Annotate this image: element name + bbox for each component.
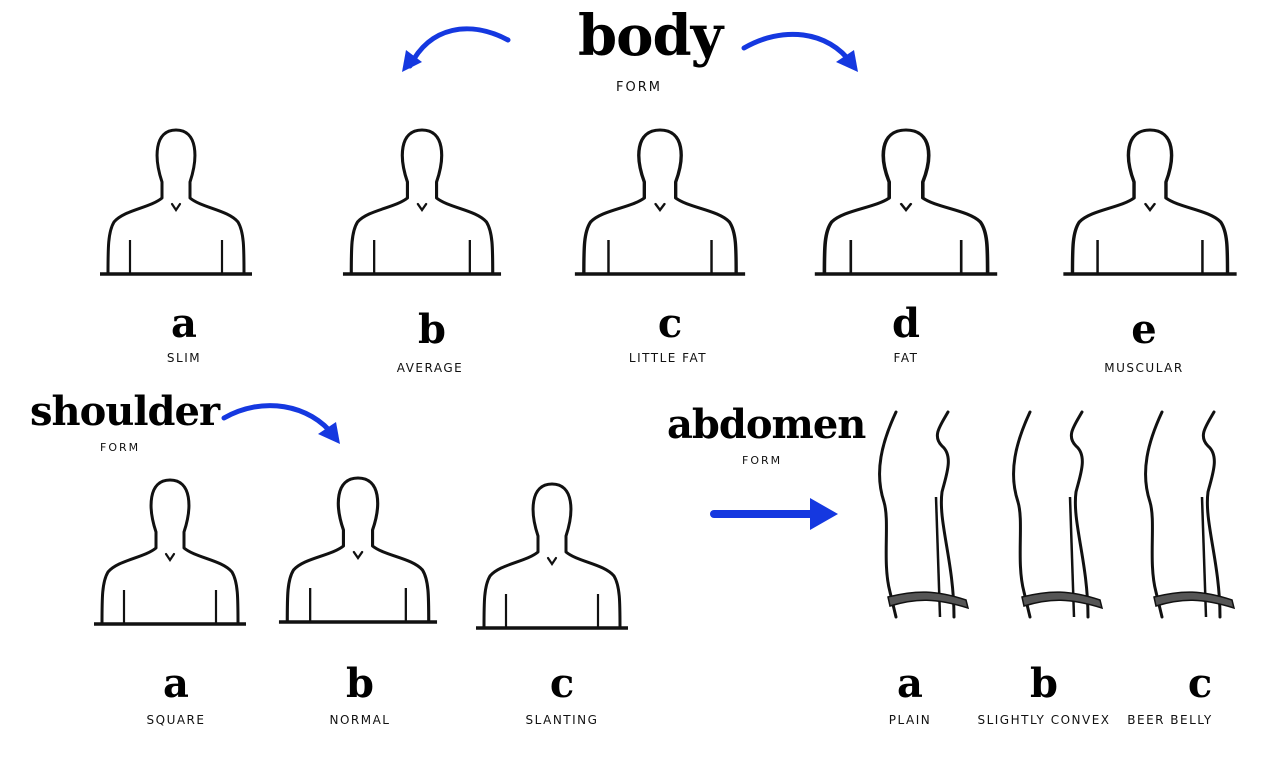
shoulder-letter-a: a bbox=[163, 660, 189, 707]
body-caption-c: LITTLE FAT bbox=[628, 351, 708, 365]
body-caption-d: FAT bbox=[893, 351, 919, 365]
abdomen-letter-c: c bbox=[1187, 660, 1213, 707]
shoulder-caption-a: SQUARE bbox=[146, 713, 206, 727]
body-letter-a: a bbox=[171, 300, 197, 347]
abdomen-title: abdomen bbox=[667, 401, 866, 448]
body-figure-muscular bbox=[1061, 128, 1239, 276]
abdomen-caption-b: SLIGHTLY CONVEX bbox=[977, 713, 1111, 727]
body-title: body bbox=[578, 3, 723, 69]
body-figure-slim bbox=[98, 128, 254, 276]
body-caption-e: MUSCULAR bbox=[1104, 361, 1184, 375]
abdomen-figure-plain bbox=[878, 410, 970, 619]
arrow-shoulder-curved-icon bbox=[221, 403, 340, 444]
body-letter-e: e bbox=[1131, 306, 1157, 353]
arrow-left-curved-icon bbox=[402, 26, 511, 72]
shoulder-title: shoulder bbox=[30, 388, 220, 435]
body-figure-fat bbox=[815, 130, 997, 274]
abdomen-subtitle: FORM bbox=[742, 454, 783, 467]
body-subtitle: FORM bbox=[616, 80, 662, 95]
body-letter-c: c bbox=[657, 300, 683, 347]
abdomen-caption-a: PLAIN bbox=[888, 713, 932, 727]
body-letter-d: d bbox=[892, 300, 920, 347]
shoulder-letter-b: b bbox=[346, 660, 374, 707]
shoulder-figure-square bbox=[92, 478, 248, 626]
abdomen-letter-a: a bbox=[897, 660, 923, 707]
body-figure-little-fat bbox=[572, 128, 748, 276]
body-letter-b: b bbox=[418, 306, 446, 353]
abdomen-letter-b: b bbox=[1030, 660, 1058, 707]
body-caption-b: AVERAGE bbox=[396, 361, 464, 375]
shoulder-figure-slanting bbox=[474, 482, 630, 630]
shoulder-figure-normal bbox=[277, 476, 439, 624]
abdomen-figure-beer-belly bbox=[1144, 410, 1236, 619]
body-caption-a: SLIM bbox=[166, 351, 202, 365]
shoulder-letter-c: c bbox=[549, 660, 575, 707]
shoulder-caption-c: SLANTING bbox=[525, 713, 599, 727]
shoulder-subtitle: FORM bbox=[100, 441, 141, 454]
arrow-right-curved-icon bbox=[741, 31, 858, 72]
body-figure-average bbox=[341, 128, 503, 276]
shoulder-caption-b: NORMAL bbox=[329, 713, 391, 727]
abdomen-figure-slightly-convex bbox=[1012, 410, 1104, 619]
abdomen-caption-c: BEER BELLY bbox=[1127, 713, 1213, 727]
arrow-abdomen-straight-icon bbox=[710, 498, 838, 530]
